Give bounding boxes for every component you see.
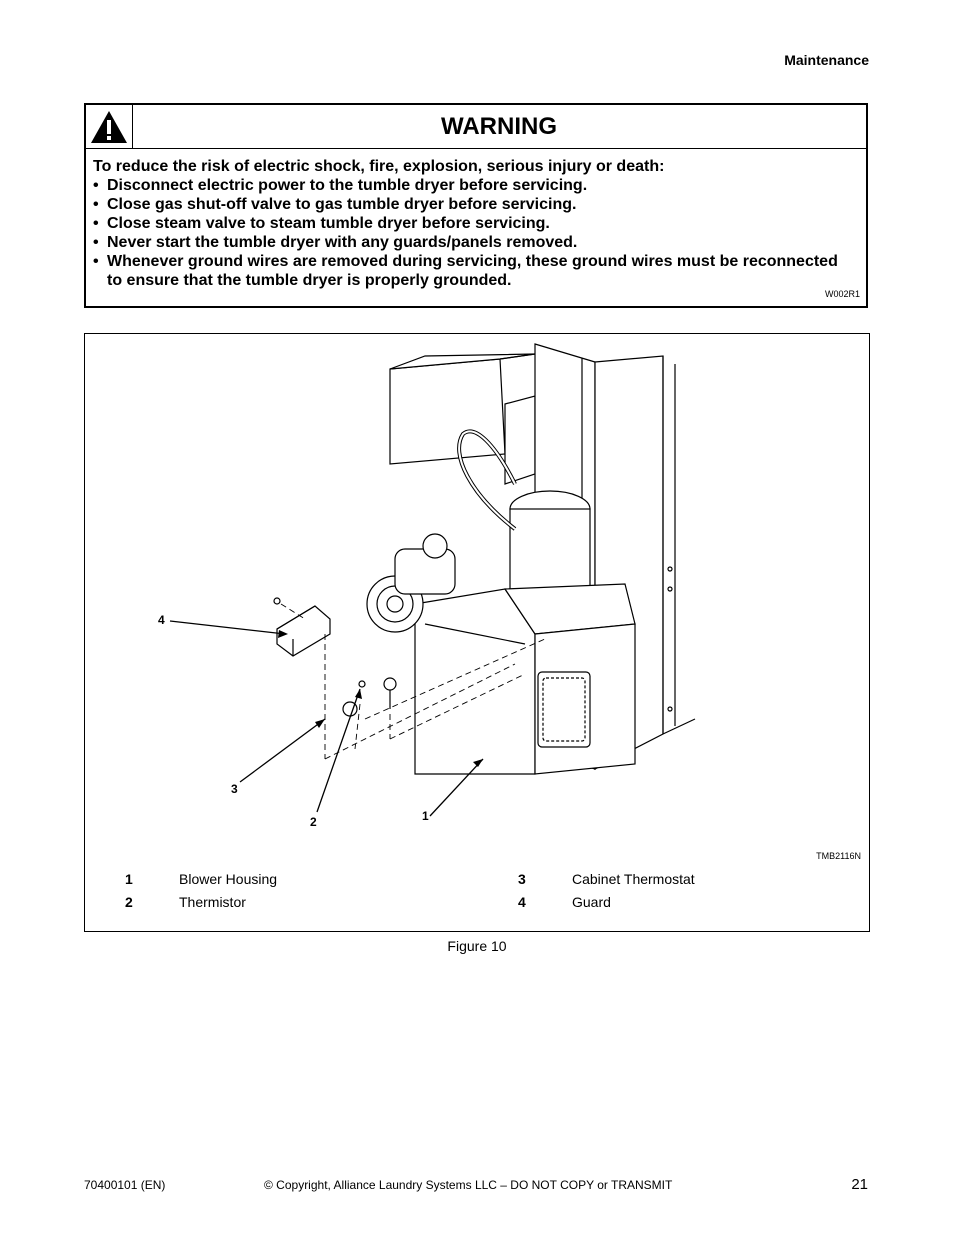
figure-caption: Figure 10 <box>447 938 507 954</box>
callout-1: 1 <box>422 809 429 823</box>
warning-item-text: Close gas shut-off valve to gas tumble d… <box>107 196 577 213</box>
warning-code: W002R1 <box>824 289 860 299</box>
warning-body: To reduce the risk of electric shock, fi… <box>93 157 853 290</box>
figure-code: TMB2116N <box>816 851 861 861</box>
warning-triangle-icon <box>91 111 127 143</box>
legend-label: Cabinet Thermostat <box>572 871 695 887</box>
warning-item-text: Disconnect electric power to the tumble … <box>107 177 588 194</box>
legend-number: 4 <box>518 894 526 910</box>
legend-label: Thermistor <box>179 894 246 910</box>
legend-number: 2 <box>125 894 133 910</box>
warning-item: • Close steam valve to steam tumble dryer… <box>93 214 853 233</box>
warning-icon-cell <box>86 105 133 148</box>
warning-lead: To reduce the risk of electric shock, fi… <box>93 158 665 175</box>
callout-3: 3 <box>231 782 238 796</box>
bullet: • <box>93 234 99 251</box>
blower-housing-diagram: 4 3 2 1 <box>158 343 696 829</box>
footer-copyright: © Copyright, Alliance Laundry Systems LL… <box>264 1178 673 1192</box>
bullet: • <box>93 196 99 213</box>
warning-item: • Never start the tumble dryer with any g… <box>93 233 853 252</box>
warning-item: • Disconnect electric power to the tumble… <box>93 176 853 195</box>
warning-list: • Disconnect electric power to the tumble… <box>93 176 853 290</box>
warning-header: WARNING <box>86 105 866 149</box>
figure-box: 4 3 2 1 TMB2116N 1 Blower Housing 2 Ther… <box>84 333 870 932</box>
section-header: Maintenance <box>784 52 869 68</box>
footer-doc-number: 70400101 (EN) <box>84 1178 166 1192</box>
warning-item-text: Close steam valve to steam tumble dryer … <box>107 215 550 232</box>
legend-label: Blower Housing <box>179 871 278 887</box>
warning-item-text: Never start the tumble dryer with any gu… <box>107 234 578 251</box>
warning-title: WARNING <box>441 113 557 140</box>
legend-number: 3 <box>518 871 526 887</box>
warning-item: • Close gas shut-off valve to gas tumble … <box>93 195 853 214</box>
legend-label: Guard <box>572 894 611 910</box>
callout-2: 2 <box>310 815 317 829</box>
bullet: • <box>93 215 99 232</box>
page-number: 21 <box>851 1176 868 1193</box>
bullet: • <box>93 177 99 194</box>
warning-item-text: Whenever ground wires are removed during… <box>107 253 838 289</box>
bullet: • <box>93 253 99 270</box>
callout-4: 4 <box>158 613 165 627</box>
warning-box: WARNING To reduce the risk of electric s… <box>84 103 868 308</box>
warning-item: • Whenever ground wires are removed durin… <box>93 252 853 290</box>
legend-number: 1 <box>125 871 133 887</box>
